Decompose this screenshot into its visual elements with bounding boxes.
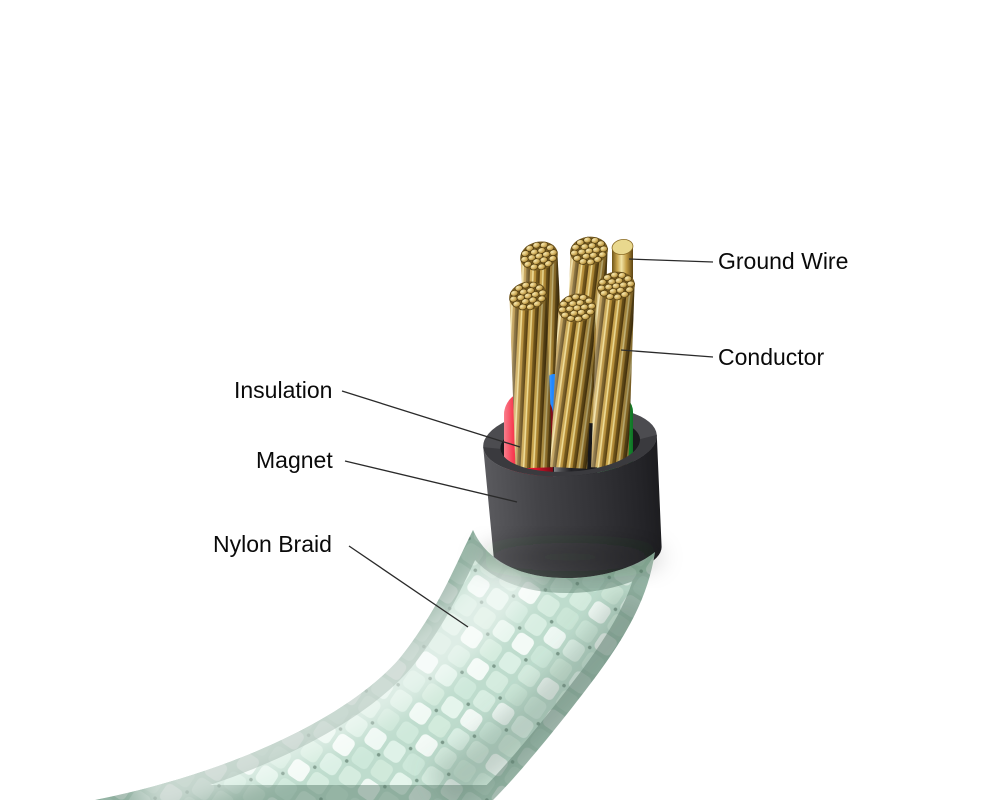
magnet-collar-front-rim xyxy=(483,434,657,477)
conductor-bundle-front-left xyxy=(506,277,553,469)
label-insulation: Insulation xyxy=(234,377,333,403)
leader-line-insulation xyxy=(341,390,521,448)
leader-lines xyxy=(341,258,714,628)
label-nylon-braid: Nylon Braid xyxy=(213,531,332,557)
leader-line-ground-wire xyxy=(628,258,714,263)
leader-line-conductor xyxy=(620,349,714,358)
conductor-bundle-front-center xyxy=(550,291,598,469)
label-ground-wire: Ground Wire xyxy=(718,248,849,274)
label-magnet: Magnet xyxy=(256,447,333,473)
collar-contact-shadow xyxy=(478,543,662,571)
conductor-bundle-front-right xyxy=(591,268,638,469)
label-conductor: Conductor xyxy=(718,344,825,370)
leader-line-magnet xyxy=(344,460,518,503)
leader-line-nylon-braid xyxy=(348,545,469,628)
